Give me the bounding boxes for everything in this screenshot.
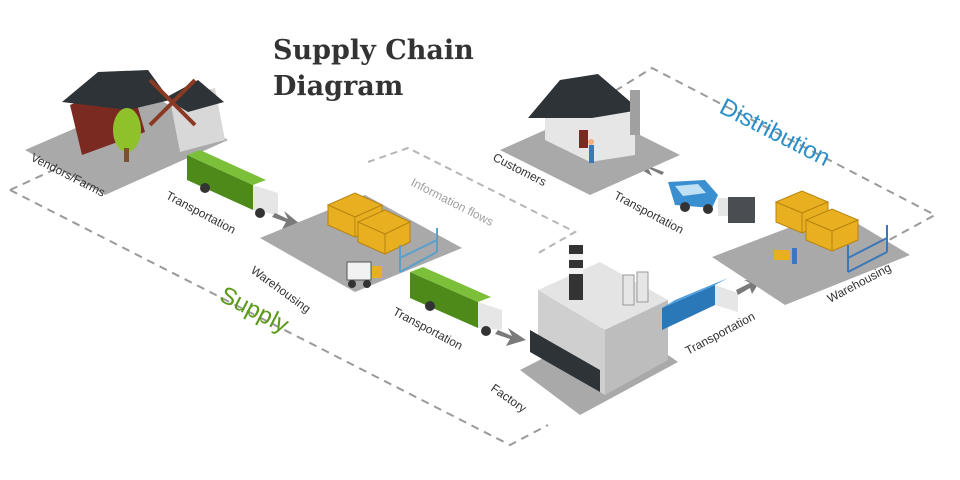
barn-roof [62,70,170,110]
truck-transport-1: Transportation [164,150,300,237]
shelf-rack-icon [847,225,888,273]
house-roof [528,74,640,118]
tree-icon [113,108,141,152]
crates-icon [326,192,412,255]
information-flows-outline [367,146,578,256]
factory-gate [530,330,600,392]
title-line-2: Diagram [273,71,404,102]
label-factory: Factory [488,381,529,415]
truck-transport-2: Transportation [391,267,526,353]
house-door [579,130,588,148]
warehouse-platform-2 [712,210,910,305]
factory-node: Factory [488,245,678,415]
diagram-title: Supply Chain Diagram [273,33,474,105]
arrow-icon [495,328,526,346]
customers-node: Customers [491,74,680,195]
forklift-icon [346,261,382,288]
label-transportation-3: Transportation [683,309,758,357]
worker-icon [774,250,790,260]
crates-icon [774,190,860,252]
title-line-1: Supply Chain [273,35,474,66]
label-information-flows: Information flows [409,175,496,229]
label-distribution-region: Distribution [715,93,834,172]
vendors-farms-node: Vendors/Farms [25,70,228,200]
shelf-rack-icon [399,228,438,273]
truck-transport-3: Transportation [662,278,760,358]
mill-roof [165,80,224,112]
person-icon [589,145,594,163]
